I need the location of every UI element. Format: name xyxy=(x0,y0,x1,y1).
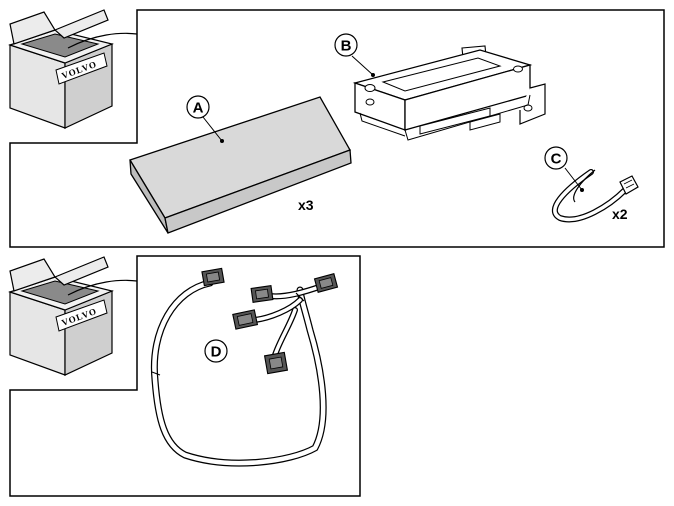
harness-connector-bottom xyxy=(263,351,289,375)
part-d-wiring-harness xyxy=(150,267,339,467)
callout-d-circle xyxy=(204,339,228,363)
callout-a-leader xyxy=(202,116,223,142)
harness-connector-top-left xyxy=(201,267,225,287)
part-c-quantity: x2 xyxy=(612,206,628,222)
harness-connector-lower-left xyxy=(232,309,259,330)
callout-b-marker xyxy=(371,73,375,77)
kit-2-frame xyxy=(9,255,361,497)
callout-b-circle xyxy=(334,33,358,57)
kit-2-package-box: VOLVO xyxy=(8,256,138,376)
part-c-cable-tie xyxy=(551,169,639,223)
callout-a-circle xyxy=(186,95,210,119)
kit-1-package-box: VOLVO xyxy=(8,9,138,129)
part-b-module xyxy=(352,45,546,141)
callout-b-leader xyxy=(351,55,374,76)
part-a-pad xyxy=(129,96,352,234)
part-a-quantity: x3 xyxy=(298,197,314,213)
callout-b-label: B xyxy=(341,38,352,55)
callout-c-circle xyxy=(544,146,568,170)
callout-d-label: D xyxy=(211,344,222,361)
kit-1-frame xyxy=(9,9,665,248)
callout-c-label: C xyxy=(551,151,562,168)
harness-connector-right xyxy=(313,272,339,294)
callout-c-leader xyxy=(564,167,583,191)
callout-a-marker xyxy=(220,139,224,143)
callout-a-label: A xyxy=(193,100,204,117)
harness-connector-middle xyxy=(250,285,274,303)
callout-c-marker xyxy=(580,188,584,192)
